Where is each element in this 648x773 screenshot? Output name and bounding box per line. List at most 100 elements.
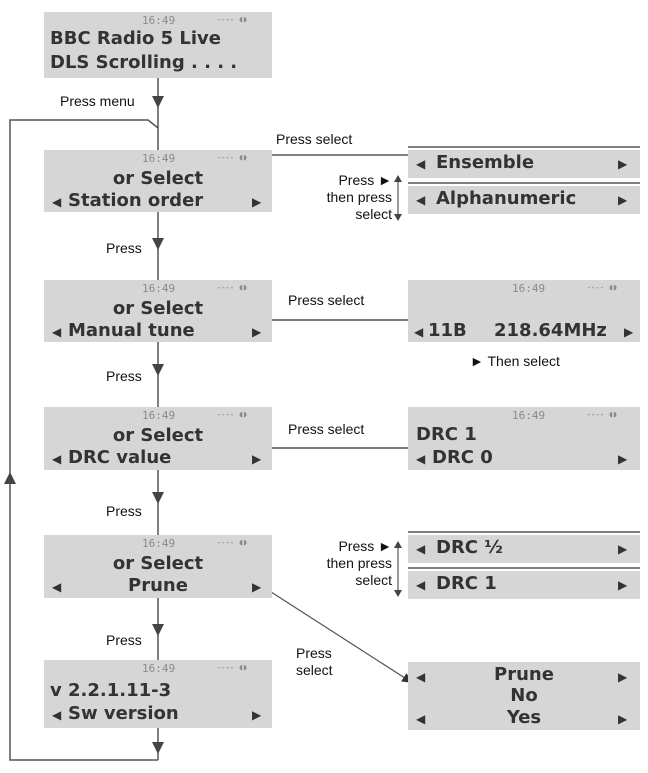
label-press-4: Press bbox=[106, 632, 142, 648]
tune-channel: 11B bbox=[428, 320, 467, 341]
screen-line-2: Station order bbox=[68, 190, 204, 211]
connector-prune-select bbox=[267, 589, 413, 683]
screen-sw-version: 16:49 ---- ◖◗ v 2.2.1.11-3 ◀ Sw version … bbox=[44, 660, 272, 728]
ensemble-label: Ensemble bbox=[436, 152, 535, 173]
side-screen-drc-one: ◀ DRC 1 ▶ bbox=[408, 571, 640, 599]
side-screen-ensemble: ◀ Ensemble ▶ bbox=[408, 150, 640, 178]
right-arrow-icon: ▶ bbox=[618, 712, 628, 726]
right-arrow-icon: ▶ bbox=[624, 325, 634, 339]
label-press-then-drc-3: select bbox=[355, 572, 392, 588]
arrowhead-press-1 bbox=[152, 238, 164, 250]
screen-line-2: Prune bbox=[128, 575, 188, 596]
right-arrow-icon: ▶ bbox=[252, 708, 262, 722]
left-arrow-icon: ◀ bbox=[416, 670, 426, 684]
label-press-menu: Press menu bbox=[60, 93, 135, 109]
screen-manual-tune: 16:49 ---- ◖◗ or Select ◀ Manual tune ▶ bbox=[44, 280, 272, 342]
screen-line-1: or Select bbox=[112, 298, 204, 319]
label-press-1: Press bbox=[106, 240, 142, 256]
left-arrow-icon: ◀ bbox=[416, 157, 426, 171]
right-arrow-icon: ▶ bbox=[252, 580, 262, 594]
screen-time: 16:49 bbox=[142, 14, 176, 27]
screen-time: 16:49 bbox=[142, 537, 176, 550]
left-arrow-icon: ◀ bbox=[416, 578, 426, 592]
right-arrow-icon: ▶ bbox=[618, 670, 628, 684]
arrowhead-press-3 bbox=[152, 492, 164, 504]
side-screen-alphanumeric: ◀ Alphanumeric ▶ bbox=[408, 186, 640, 214]
label-press-then-station-2: then press bbox=[326, 189, 392, 205]
screen-time: 16:49 bbox=[512, 282, 546, 295]
screen-line-2: Manual tune bbox=[68, 320, 195, 341]
bracket-arrow-station-top bbox=[394, 175, 402, 182]
screen-time: 16:49 bbox=[142, 152, 176, 165]
screen-line-1: or Select bbox=[112, 553, 204, 574]
label-press-2: Press bbox=[106, 368, 142, 384]
screen-line-1: v 2.2.1.11-3 bbox=[50, 680, 172, 701]
screen-time: 16:49 bbox=[142, 662, 176, 675]
drc-half-label: DRC ½ bbox=[436, 537, 503, 558]
screen-dls: 16:49 ---- ◖◗ BBC Radio 5 Live DLS Scrol… bbox=[44, 12, 272, 78]
bracket-arrow-drc-bottom bbox=[394, 590, 402, 597]
arrowhead-press-4 bbox=[152, 624, 164, 636]
left-arrow-icon: ◀ bbox=[52, 580, 62, 594]
screen-drc-value: 16:49 ---- ◖◗ or Select ◀ DRC value ▶ bbox=[44, 407, 272, 470]
left-arrow-icon: ◀ bbox=[414, 325, 424, 339]
signal-icon: ---- ◖◗ bbox=[586, 410, 618, 420]
screen-time: 16:49 bbox=[512, 409, 546, 422]
tune-frequency: 218.64MHz bbox=[494, 320, 607, 341]
screen-line-2: Sw version bbox=[68, 703, 179, 724]
left-arrow-icon: ◀ bbox=[416, 452, 426, 466]
return-loop-line bbox=[9, 119, 159, 761]
screen-station-order: 16:49 ---- ◖◗ or Select ◀ Station order … bbox=[44, 150, 272, 212]
right-arrow-icon: ▶ bbox=[618, 193, 628, 207]
label-press-select-prune-2: select bbox=[296, 662, 333, 678]
label-press-then-station-1: Press ► bbox=[338, 172, 392, 188]
drc-current: DRC 1 bbox=[416, 424, 477, 445]
signal-icon: ---- ◖◗ bbox=[216, 15, 248, 25]
screen-time: 16:49 bbox=[142, 409, 176, 422]
right-arrow-icon: ▶ bbox=[618, 578, 628, 592]
arrowhead-press-menu bbox=[152, 96, 164, 108]
side-screen-prune-confirm: ◀ Prune ▶ No ◀ Yes ▶ bbox=[408, 662, 640, 730]
right-arrow-icon: ▶ bbox=[252, 452, 262, 466]
label-press-then-station-3: select bbox=[355, 206, 392, 222]
label-press-then-drc-2: then press bbox=[326, 555, 392, 571]
drc-option: DRC 0 bbox=[432, 447, 493, 468]
screen-line-1: BBC Radio 5 Live bbox=[50, 28, 221, 49]
screen-line-1: or Select bbox=[112, 425, 204, 446]
label-then-select: ► Then select bbox=[470, 353, 560, 369]
left-arrow-icon: ◀ bbox=[416, 712, 426, 726]
label-press-3: Press bbox=[106, 503, 142, 519]
screen-line-2: DRC value bbox=[68, 447, 172, 468]
label-press-select-manual: Press select bbox=[288, 292, 365, 308]
left-arrow-icon: ◀ bbox=[416, 193, 426, 207]
label-press-then-drc-1: Press ► bbox=[338, 538, 392, 554]
screen-time: 16:49 bbox=[142, 282, 176, 295]
drc-one-label: DRC 1 bbox=[436, 573, 497, 594]
screen-prune: 16:49 ---- ◖◗ or Select ◀ Prune ▶ bbox=[44, 535, 272, 598]
right-arrow-icon: ▶ bbox=[618, 452, 628, 466]
return-loop-arrowhead bbox=[4, 472, 16, 484]
left-arrow-icon: ◀ bbox=[416, 542, 426, 556]
screen-line-2: DLS Scrolling . . . . bbox=[50, 52, 238, 73]
left-arrow-icon: ◀ bbox=[52, 325, 62, 339]
side-screen-drc-half: ◀ DRC ½ ▶ bbox=[408, 535, 640, 563]
signal-icon: ---- ◖◗ bbox=[216, 283, 248, 293]
signal-icon: ---- ◖◗ bbox=[216, 538, 248, 548]
signal-icon: ---- ◖◗ bbox=[216, 410, 248, 420]
side-screen-tune: 16:49 ---- ◖◗ ◀ 11B 218.64MHz ▶ bbox=[408, 280, 640, 342]
prune-option-yes: Yes bbox=[506, 707, 542, 728]
left-arrow-icon: ◀ bbox=[52, 452, 62, 466]
screen-line-1: or Select bbox=[112, 168, 204, 189]
bracket-arrow-station-bottom bbox=[394, 214, 402, 221]
left-arrow-icon: ◀ bbox=[52, 195, 62, 209]
prune-option-no: No bbox=[510, 685, 538, 706]
alphanumeric-label: Alphanumeric bbox=[436, 188, 577, 209]
bracket-arrow-drc-top bbox=[394, 541, 402, 548]
signal-icon: ---- ◖◗ bbox=[586, 283, 618, 293]
right-arrow-icon: ▶ bbox=[618, 542, 628, 556]
prune-confirm-title: Prune bbox=[494, 664, 554, 685]
label-press-select-drc: Press select bbox=[288, 421, 365, 437]
left-arrow-icon: ◀ bbox=[52, 708, 62, 722]
signal-icon: ---- ◖◗ bbox=[216, 153, 248, 163]
